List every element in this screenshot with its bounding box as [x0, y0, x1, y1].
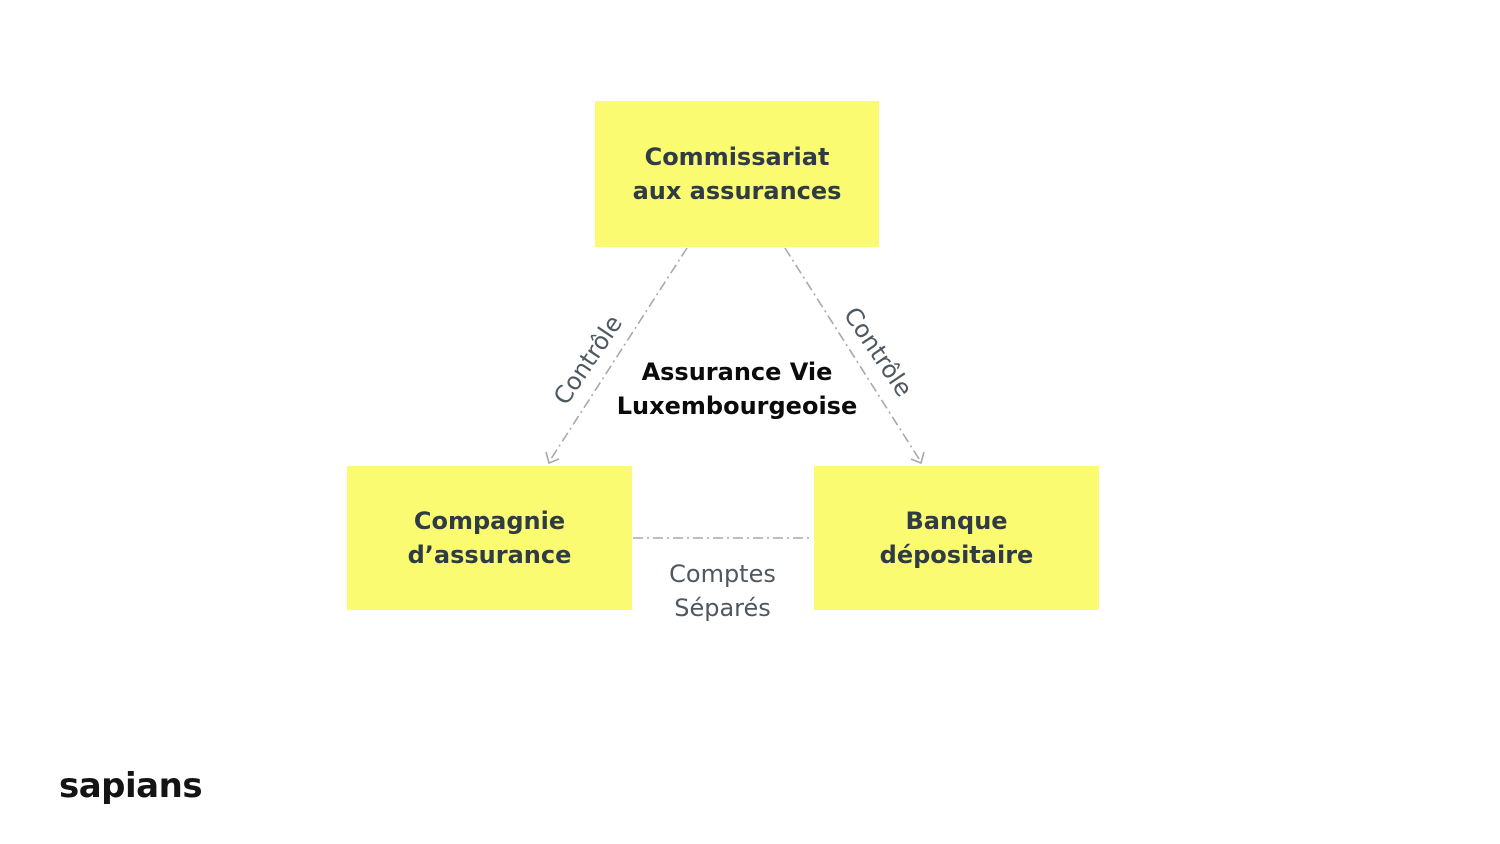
brand-logo: sapians: [59, 766, 203, 806]
node-commissariat-line1: Commissariat: [644, 143, 830, 171]
center-title: Assurance Vie Luxembourgeoise: [580, 355, 894, 423]
edge-label-comptes-line2: Séparés: [674, 594, 771, 622]
node-commissariat-line2: aux assurances: [632, 177, 842, 205]
arrowhead-right: [910, 451, 925, 465]
edge-label-comptes-line1: Comptes: [669, 560, 776, 588]
node-compagnie-line1: Compagnie: [413, 507, 566, 535]
arrowhead-left: [545, 451, 560, 465]
node-commissariat: Commissariat aux assurances: [595, 101, 879, 247]
node-compagnie-line2: d’assurance: [407, 541, 572, 569]
edge-control-left: [548, 247, 688, 463]
edge-control-right: [784, 247, 922, 463]
node-compagnie: Compagnie d’assurance: [347, 466, 632, 610]
node-banque-line1: Banque: [905, 507, 1008, 535]
center-title-line2: Luxembourgeoise: [616, 392, 858, 420]
edge-label-comptes-separes: Comptes Séparés: [640, 557, 805, 625]
center-title-line1: Assurance Vie: [641, 358, 833, 386]
node-banque: Banque dépositaire: [814, 466, 1099, 610]
node-banque-line2: dépositaire: [879, 541, 1034, 569]
